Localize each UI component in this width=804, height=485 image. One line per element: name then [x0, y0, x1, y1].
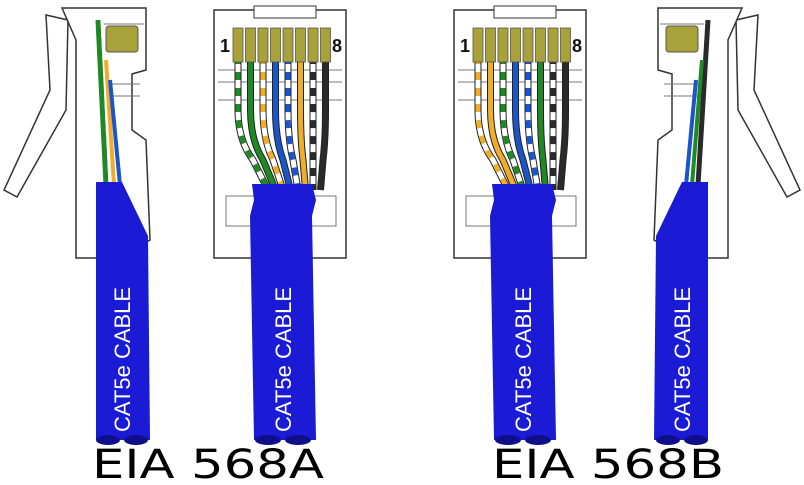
front-view-568a: 1 8 CAT5e CABLE	[213, 5, 347, 445]
cable-label: CAT5e CABLE	[110, 287, 135, 432]
cable-label: CAT5e CABLE	[670, 287, 695, 432]
cable-label: CAT5e CABLE	[511, 287, 536, 432]
front-view-568b: 1 8 CAT5e CABLE	[453, 5, 587, 445]
wire-stripe	[260, 40, 286, 191]
contact-group	[472, 27, 571, 63]
wire-brown	[558, 40, 568, 191]
pin-contact-6	[295, 27, 306, 63]
cable-jacket	[96, 182, 150, 440]
wire-orange	[298, 40, 308, 191]
contact-group	[232, 27, 331, 63]
pin-contact-2	[485, 27, 496, 63]
side-view-568b: CAT5e CABLE	[653, 7, 801, 445]
wire-blue	[513, 40, 533, 191]
pin-contact-3	[497, 27, 509, 63]
pin-1-label: 1	[460, 36, 470, 56]
side-view-568a: CAT5e CABLE	[3, 7, 151, 445]
pin-contact-2	[245, 27, 256, 63]
wire-stripe	[525, 40, 541, 191]
wire-stripe	[500, 40, 526, 191]
cable-jacket	[250, 184, 316, 440]
latch-tab	[3, 14, 69, 199]
cable-jacket	[654, 182, 708, 440]
standard-title-568a: EIA 568A	[92, 442, 325, 485]
pin-contact-3	[257, 27, 269, 63]
wire-stripe	[235, 40, 271, 192]
pin-contact-8	[560, 27, 571, 63]
wire-group	[234, 40, 329, 192]
standard-title-568b: EIA 568B	[492, 442, 724, 485]
wire-brown	[318, 40, 328, 191]
pin-contact-8	[320, 27, 331, 63]
wire-stripe	[475, 40, 511, 192]
pin-8-label: 8	[332, 36, 342, 56]
wire-green	[538, 40, 548, 191]
wire-stripe	[285, 40, 301, 191]
side-contact	[105, 25, 139, 53]
cable-label: CAT5e CABLE	[271, 287, 296, 432]
pin-1-label: 1	[220, 36, 230, 56]
pin-contact-1	[472, 27, 484, 63]
wire-blue	[273, 40, 293, 191]
pin-contact-7	[547, 27, 559, 63]
latch-tab	[735, 14, 801, 199]
pin-contact-4	[270, 27, 281, 63]
pin-contact-5	[522, 27, 534, 63]
pin-8-label: 8	[572, 36, 582, 56]
pin-contact-6	[535, 27, 546, 63]
pin-contact-7	[307, 27, 319, 63]
pin-contact-4	[510, 27, 521, 63]
wire-orange	[488, 40, 518, 191]
wire-group	[474, 40, 569, 192]
side-contact	[665, 25, 699, 53]
wire-green	[248, 40, 278, 191]
pin-contact-5	[282, 27, 294, 63]
pin-contact-1	[232, 27, 244, 63]
cable-jacket	[490, 184, 556, 440]
